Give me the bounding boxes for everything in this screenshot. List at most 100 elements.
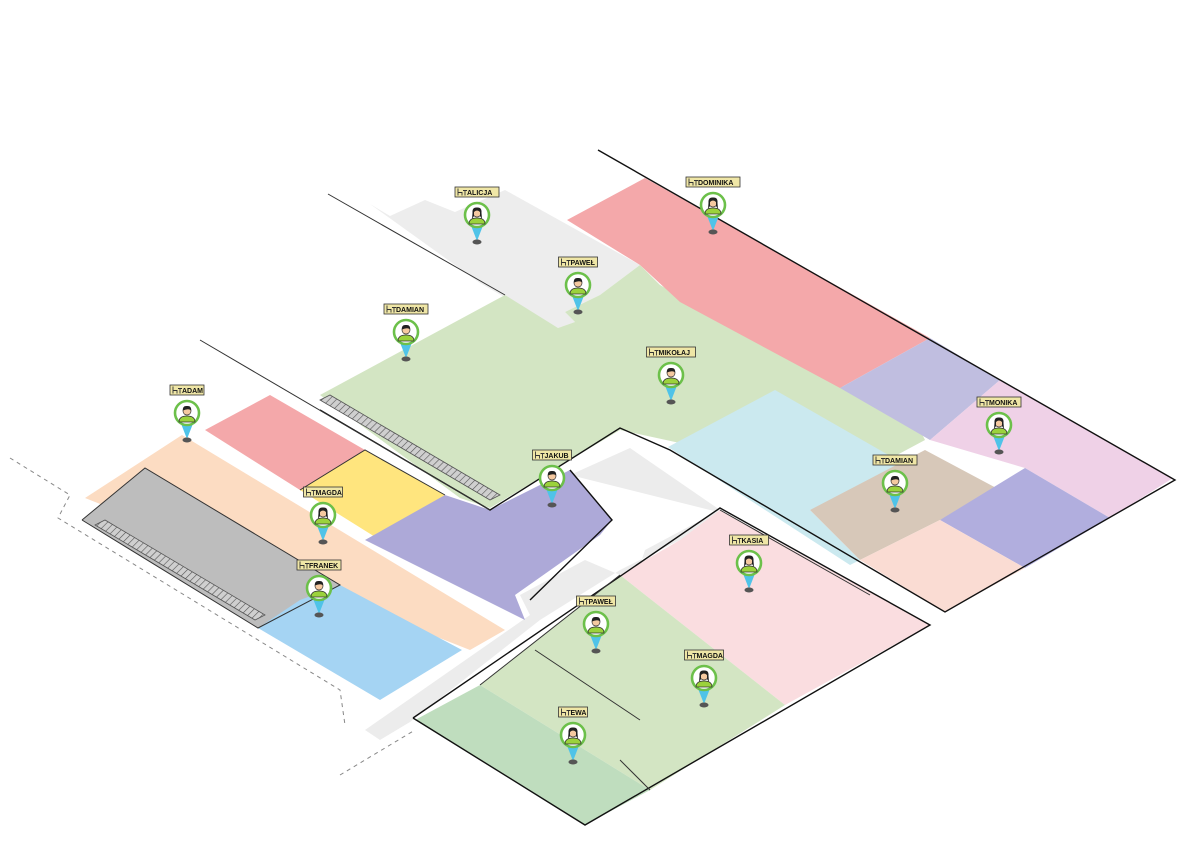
dashed-boundary-left [9, 457, 346, 726]
location-pin-icon [392, 318, 420, 362]
zone-peach-left [85, 435, 505, 650]
person-pin[interactable]: ADAM [169, 384, 205, 443]
person-pin[interactable]: ALICJA [454, 186, 500, 245]
people-pins: ALICJA DOMINIKA PAWEŁ DAMIAN MIKOŁAJ ADAM MONI… [169, 176, 1022, 765]
wall-middle-block [529, 469, 613, 601]
person-name: EWA [571, 710, 587, 717]
wall-gray-room [81, 467, 342, 629]
desk-icon [306, 488, 316, 496]
person-pin[interactable]: MONIKA [976, 396, 1022, 455]
person-pin[interactable]: DAMIAN [383, 303, 429, 362]
person-avatar-icon [397, 324, 415, 342]
location-pin-icon [463, 201, 491, 245]
desk-icon [579, 597, 589, 605]
zone-green-bottom-dark [415, 685, 650, 825]
wall-inner-1 [719, 509, 871, 596]
floor-zones [82, 178, 1173, 825]
location-pin-icon [690, 664, 718, 708]
zone-purple-middle [365, 470, 612, 620]
desk-icon [688, 178, 698, 186]
person-name: MIKOŁAJ [659, 350, 691, 357]
desk-icon [687, 651, 697, 659]
zone-green-bottom [480, 575, 785, 790]
location-pin-icon [735, 549, 763, 593]
zone-red-left [205, 395, 365, 490]
person-avatar-icon [543, 470, 561, 488]
person-label: PAWEŁ [558, 256, 598, 268]
location-pin-icon [564, 271, 592, 315]
person-pin[interactable]: DAMIAN [872, 454, 918, 513]
hatched-furniture [94, 394, 501, 621]
wall-bottom-room [412, 507, 932, 826]
person-label: MONIKA [976, 396, 1022, 408]
zone-pink-right [930, 380, 1173, 518]
person-name: PAWEŁ [589, 599, 614, 606]
person-name: DAMIAN [396, 307, 424, 314]
person-pin[interactable]: MAGDA [303, 486, 343, 545]
zone-red-strip [567, 178, 930, 388]
zone-periwinkle-right [940, 468, 1110, 568]
person-label: JAKUB [532, 449, 572, 461]
zone-purple-top [840, 338, 1000, 440]
desk-icon [649, 348, 659, 356]
person-pin[interactable]: MIKOŁAJ [646, 346, 696, 405]
person-pin[interactable]: FRANEK [296, 559, 342, 618]
desk-icon [172, 386, 182, 394]
location-pin-icon [582, 610, 610, 654]
desk-icon [732, 536, 742, 544]
wall-yellow-divider [299, 449, 446, 496]
location-pin-icon [699, 191, 727, 235]
person-avatar-icon [569, 277, 587, 295]
person-avatar-icon [704, 197, 722, 215]
outer-boundary-dashed [9, 457, 416, 776]
hatched-strip-upper [319, 394, 501, 501]
person-avatar-icon [564, 727, 582, 745]
person-name: ADAM [182, 388, 203, 395]
person-pin[interactable]: EWA [558, 706, 588, 765]
zone-light-blue [668, 390, 925, 565]
person-name: MAGDA [697, 653, 723, 660]
wall-left-line [199, 339, 491, 511]
dashed-boundary-bottom [339, 729, 416, 776]
person-pin[interactable]: PAWEŁ [558, 256, 598, 315]
location-pin-icon [881, 469, 909, 513]
location-pin-icon [559, 721, 587, 765]
person-pin[interactable]: MAGDA [684, 649, 724, 708]
desk-icon [386, 305, 396, 313]
person-avatar-icon [740, 555, 758, 573]
location-pin-icon [538, 464, 566, 508]
desk-icon [561, 258, 571, 266]
person-pin[interactable]: JAKUB [532, 449, 572, 508]
person-pin[interactable]: PAWEŁ [576, 595, 616, 654]
location-pin-icon [173, 399, 201, 443]
person-label: DAMIAN [383, 303, 429, 315]
desk-icon [299, 561, 309, 569]
person-avatar-icon [587, 616, 605, 634]
person-name: DAMIAN [885, 458, 913, 465]
desk-icon [561, 708, 571, 716]
wall-inner-2 [479, 574, 621, 686]
person-pin[interactable]: KASIA [729, 534, 769, 593]
desk-icon [457, 188, 467, 196]
person-label: FRANEK [296, 559, 342, 571]
location-pin-icon [985, 411, 1013, 455]
hatched-strip-lower [94, 519, 266, 621]
person-avatar-icon [178, 405, 196, 423]
zone-pink-bottom [620, 510, 930, 705]
person-name: ALICJA [467, 190, 492, 197]
person-name: FRANEK [309, 563, 338, 570]
person-pin[interactable]: DOMINIKA [685, 176, 741, 235]
person-name: MAGDA [316, 490, 342, 497]
person-name: PAWEŁ [571, 260, 596, 267]
person-label: DAMIAN [872, 454, 918, 466]
wall-inner-4 [619, 759, 651, 791]
zone-blue-room [258, 585, 462, 700]
desk-icon [979, 398, 989, 406]
person-label: EWA [558, 706, 588, 718]
person-label: MAGDA [303, 486, 343, 498]
person-avatar-icon [468, 207, 486, 225]
zone-beige [810, 450, 1000, 560]
person-label: MIKOŁAJ [646, 346, 696, 358]
person-avatar-icon [886, 475, 904, 493]
